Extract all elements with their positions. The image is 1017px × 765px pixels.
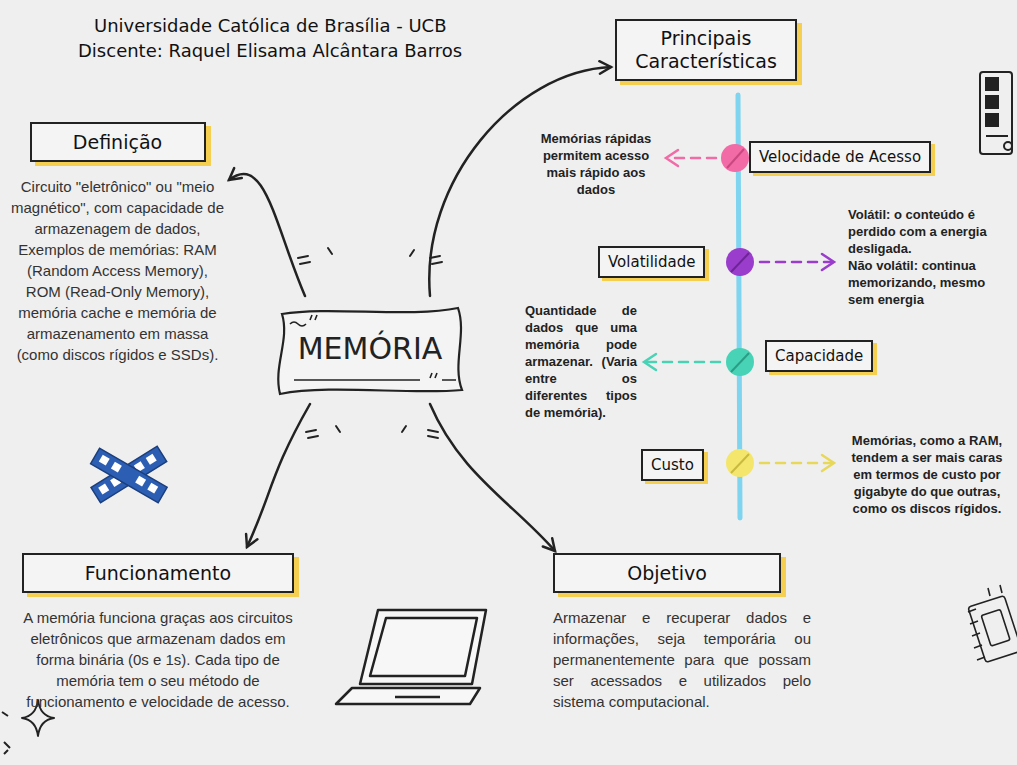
timeline-dot [726, 449, 754, 477]
chip-icon [980, 72, 1012, 154]
heading-row: Objetivo [553, 553, 811, 593]
box-text: Custo [651, 456, 694, 474]
section-body: Circuito "eletrônico" ou "meio magnético… [10, 176, 225, 365]
section-body: A memória funciona graças aos circuitos … [22, 607, 294, 712]
timeline-dot [726, 348, 754, 376]
annotation-text: Memórias rápidas permitem acesso mais rá… [534, 130, 658, 198]
box-text: Principais Características [631, 27, 781, 73]
section-heading: Funcionamento [22, 553, 294, 593]
annotation-text: Volátil: o conteúdo é perdido com a ener… [848, 206, 1010, 257]
heading-row: Definição [10, 122, 225, 162]
feature-box: Custo [641, 449, 704, 481]
annotation-text: Quantidade de dados que uma memória pode… [525, 302, 637, 421]
section-node: Funcionamento A memória funciona graças a… [22, 553, 294, 712]
arrowhead [599, 61, 611, 73]
arrowhead [543, 538, 555, 551]
box-text: Capacidade [775, 347, 863, 365]
timeline-dot [721, 144, 749, 172]
section-node: ObjetivoArmazenar e recuperar dados e in… [553, 553, 811, 712]
ram-icon [91, 446, 168, 503]
connector-line [430, 404, 555, 551]
node-title: MEMÓRIA [270, 331, 470, 366]
header-text: Universidade Católica de Brasília - UCB [94, 14, 447, 37]
connector-line [429, 67, 611, 296]
section-heading: Definição [30, 122, 206, 162]
connector [430, 404, 555, 551]
circuit-icon [968, 585, 1017, 662]
box-text: Volatilidade [608, 253, 695, 271]
connector [229, 168, 305, 296]
connector [246, 404, 310, 547]
annotation-text: Memórias, como a RAM, tendem a ser mais … [842, 432, 1012, 517]
section-heading: Objetivo [553, 553, 781, 593]
arrowhead [229, 168, 242, 180]
arrowhead [246, 534, 257, 547]
connector-line [247, 404, 310, 547]
header-text: Discente: Raquel Elisama Alcântara Barro… [78, 39, 462, 62]
heading-row: Funcionamento [22, 553, 294, 593]
box-text: Velocidade de Acesso [759, 148, 921, 166]
scroll-node: MEMÓRIA [270, 296, 470, 404]
leader-arrow [760, 455, 834, 471]
laptop-icon [336, 610, 486, 704]
feature-box: Volatilidade [598, 246, 705, 278]
feature-box: Velocidade de Acesso [749, 141, 931, 173]
leader-arrow [760, 254, 834, 270]
timeline-dot [726, 248, 754, 276]
leader-arrow [666, 150, 716, 166]
connector-line [229, 174, 305, 296]
leader-arrow [644, 354, 720, 370]
section-body: Armazenar e recuperar dados e informaçõe… [553, 607, 811, 712]
section-node: DefiniçãoCircuito "eletrônico" ou "meio … [10, 122, 225, 365]
annotation-text: Não volátil: continua memorizando, mesmo… [848, 257, 1010, 308]
feature-box: Capacidade [765, 340, 873, 372]
leader-arrows [644, 150, 834, 471]
heading-box: Principais Características [615, 19, 797, 81]
